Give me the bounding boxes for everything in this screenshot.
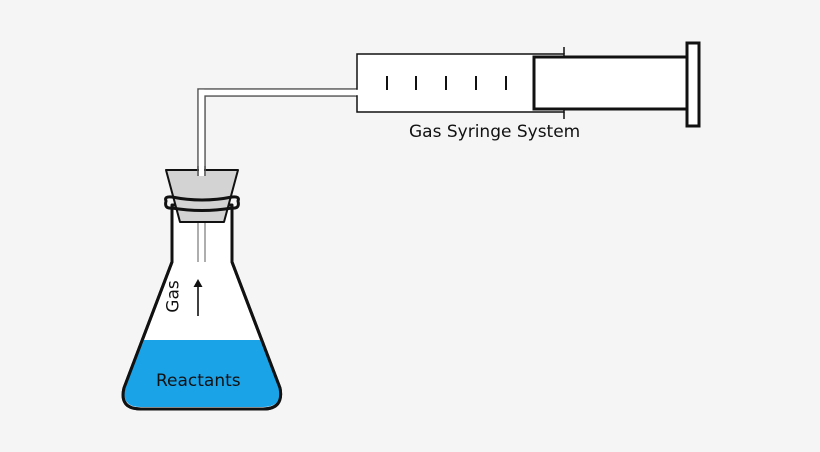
flask-rim <box>164 195 240 212</box>
delivery-tube-bore <box>198 89 205 170</box>
syringe-barrel <box>356 53 565 113</box>
syringe-plunger-handle <box>685 41 701 128</box>
reactants-label: Reactants <box>156 371 241 391</box>
delivery-tube <box>197 88 358 170</box>
delivery-tube-bore-horizontal <box>199 89 357 96</box>
syringe-plunger <box>532 55 689 111</box>
arrow-up-icon <box>193 279 203 316</box>
syringe-nozzle-gap <box>355 89 359 96</box>
gas-label: Gas <box>163 280 184 313</box>
flask-outline-over-liquid <box>121 261 283 411</box>
stopper-tube-bore <box>199 168 204 176</box>
graduation-marks <box>386 76 507 90</box>
reactant-liquid <box>124 340 280 407</box>
syringe-label: Gas Syringe System <box>409 122 581 142</box>
inner-tube <box>197 222 206 262</box>
